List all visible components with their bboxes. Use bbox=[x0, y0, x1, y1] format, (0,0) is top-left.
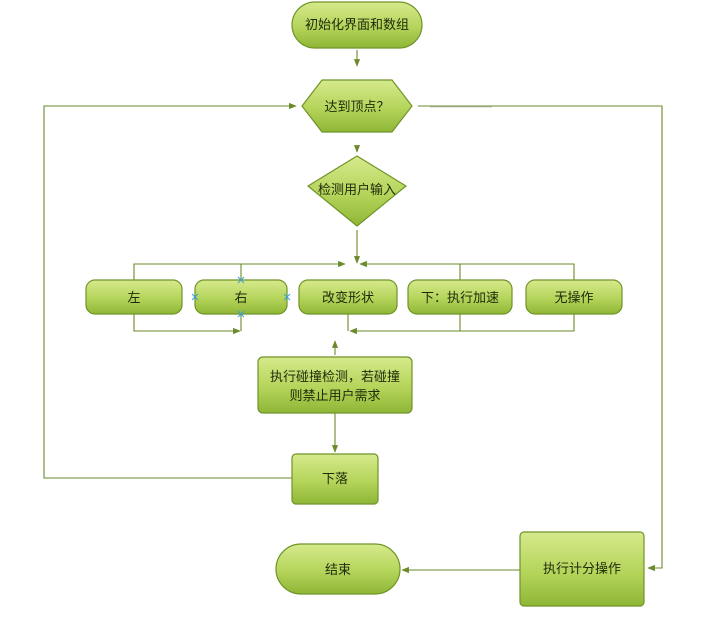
node-score: 执行计分操作 bbox=[519, 531, 645, 607]
node-end-label: 结束 bbox=[325, 563, 351, 578]
edge-top-bus-right bbox=[359, 260, 575, 280]
node-collision-label-1: 执行碰撞检测，若碰撞 bbox=[270, 369, 400, 385]
node-fall-label: 下落 bbox=[322, 472, 348, 487]
node-collision-label-2: 则禁止用户需求 bbox=[289, 388, 380, 404]
node-right: 右 bbox=[191, 276, 291, 318]
node-end: 结束 bbox=[275, 543, 401, 595]
node-start-label: 初始化界面和数组 bbox=[305, 18, 409, 33]
node-start: 初始化界面和数组 bbox=[291, 1, 423, 49]
node-left-label: 左 bbox=[127, 291, 140, 306]
node-top-check: 达到顶点？ bbox=[301, 79, 413, 133]
edge-check-to-score bbox=[418, 105, 663, 572]
edge-bottom-bus-right bbox=[349, 314, 575, 335]
node-no-op: 无操作 bbox=[525, 279, 623, 315]
node-right-label: 右 bbox=[234, 291, 247, 306]
node-rotate: 改变形状 bbox=[298, 279, 398, 315]
node-fall: 下落 bbox=[291, 453, 379, 505]
selection-handles bbox=[191, 276, 291, 318]
edge-fall-loop bbox=[43, 102, 297, 479]
node-down-accel: 下：执行加速 bbox=[407, 279, 513, 315]
edge-bottom-bus-left bbox=[133, 314, 241, 335]
node-detect-input: 检测用户输入 bbox=[307, 155, 407, 227]
node-down-accel-label: 下：执行加速 bbox=[421, 291, 499, 306]
node-detect-input-label: 检测用户输入 bbox=[318, 182, 396, 198]
node-collision: 执行碰撞检测，若碰撞 则禁止用户需求 bbox=[257, 356, 413, 414]
node-rotate-label: 改变形状 bbox=[322, 290, 374, 306]
node-top-check-label: 达到顶点？ bbox=[324, 100, 389, 115]
node-left: 左 bbox=[85, 279, 183, 315]
node-score-label: 执行计分操作 bbox=[543, 561, 621, 577]
edge-top-bus-left bbox=[133, 260, 346, 280]
node-no-op-label: 无操作 bbox=[554, 290, 593, 306]
